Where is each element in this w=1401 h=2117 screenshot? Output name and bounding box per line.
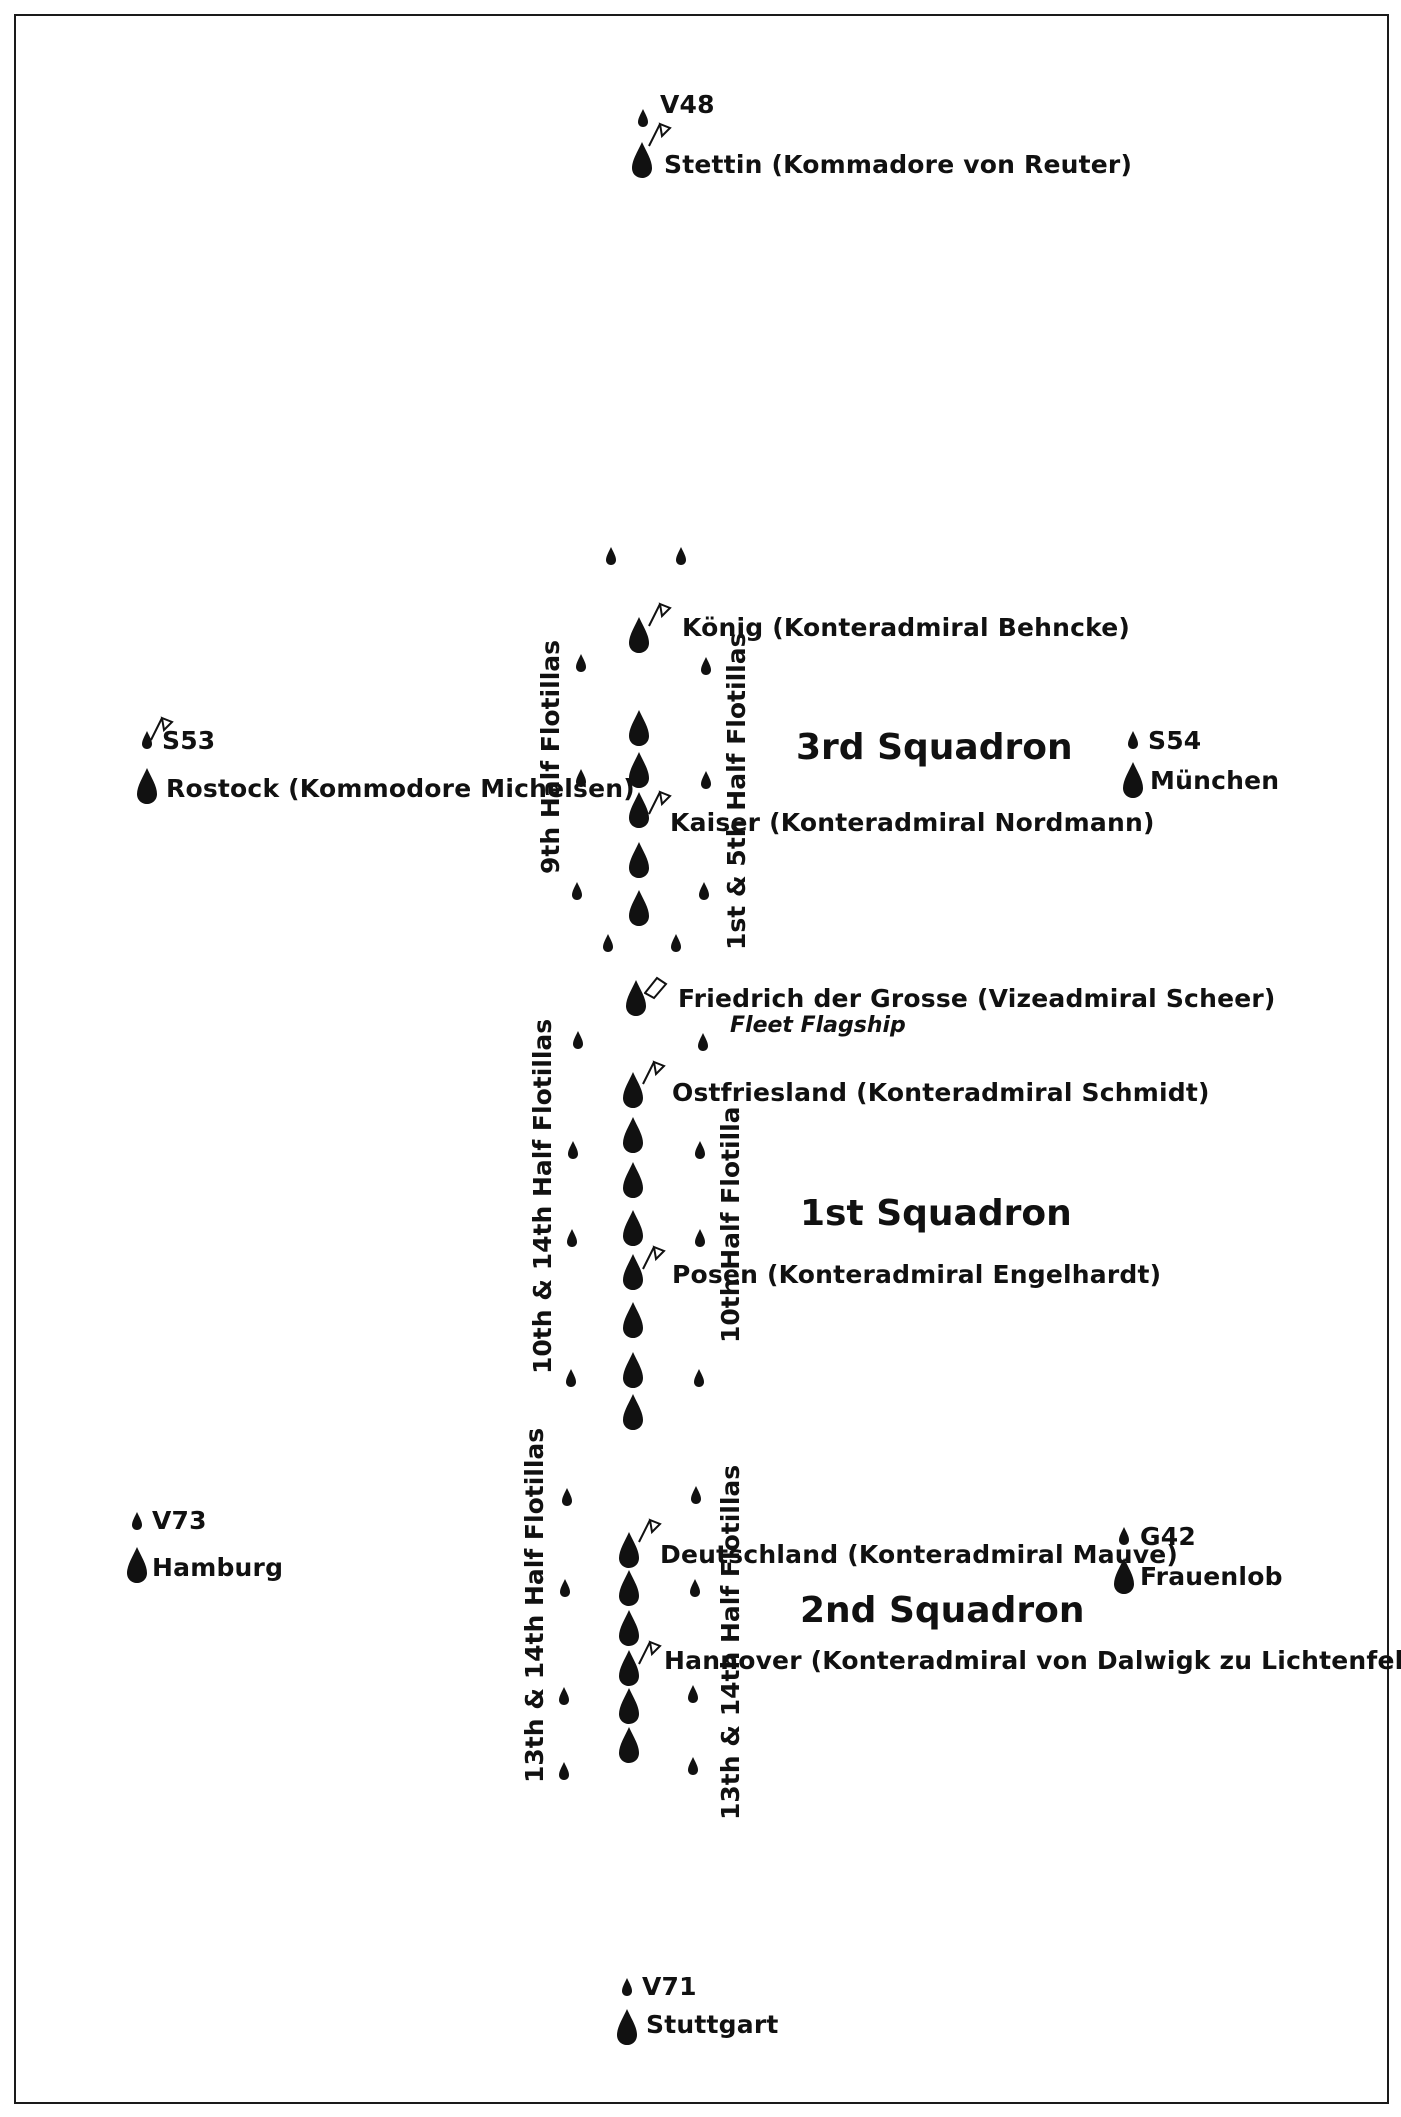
sq1-title: 1st Squadron bbox=[800, 1193, 1072, 1234]
sq1-flagship-1-label: Ostfriesland (Konteradmiral Schmidt) bbox=[672, 1078, 1210, 1107]
destroyer-icon bbox=[559, 1759, 569, 1783]
destroyer-icon bbox=[694, 1366, 704, 1390]
sq3-flagship-2-label: Kaiser (Konteradmiral Nordmann) bbox=[670, 808, 1155, 837]
battleship-icon bbox=[629, 890, 649, 926]
vanguard-cruiser-label: Stettin (Kommadore von Reuter) bbox=[664, 150, 1133, 179]
destroyer-icon bbox=[573, 1028, 583, 1052]
battleship-icon bbox=[623, 1117, 643, 1153]
east-screen-2-cruiser-label: Frauenlob bbox=[1140, 1562, 1283, 1591]
vanguard-destroyer-label: V48 bbox=[660, 90, 715, 119]
sq2-flagship-2-label: Hannover (Konteradmiral von Dalwigk zu L… bbox=[664, 1646, 1401, 1675]
sq3-flagship-1-label: König (Konteradmiral Behncke) bbox=[682, 613, 1131, 642]
command-flag-icon bbox=[648, 120, 674, 158]
destroyer-icon bbox=[606, 544, 616, 568]
sq3-title: 3rd Squadron bbox=[796, 727, 1073, 768]
battleship-icon bbox=[619, 1727, 639, 1763]
west-screen-2-destroyer-label: V73 bbox=[152, 1506, 207, 1535]
battleship-icon bbox=[629, 617, 649, 653]
battleship-icon bbox=[623, 1254, 643, 1290]
battleship-icon bbox=[623, 1072, 643, 1108]
command-flag-icon bbox=[638, 1516, 664, 1554]
west-screen-1-cruiser-label: Rostock (Kommodore Michelsen) bbox=[166, 774, 635, 803]
west-screen-2-cruiser-label: Hamburg bbox=[152, 1553, 284, 1582]
fleet-flag-icon bbox=[643, 966, 670, 1004]
destroyer-icon bbox=[701, 768, 711, 792]
battleship-icon bbox=[629, 752, 649, 788]
command-flag-icon bbox=[642, 1243, 668, 1281]
sq2-left-flotilla-label: 13th & 14th Half Flotillas bbox=[520, 1427, 549, 1783]
sq1-left-flotilla-label: 10th & 14th Half Flotillas bbox=[528, 1018, 557, 1374]
destroyer-icon bbox=[688, 1682, 698, 1706]
cruiser-icon bbox=[1123, 762, 1143, 798]
command-flag-icon bbox=[638, 1638, 664, 1676]
diagram-frame bbox=[14, 14, 1389, 2104]
sq2-flagship-1-label: Deutschland (Konteradmiral Mauve) bbox=[660, 1540, 1179, 1569]
destroyer-icon bbox=[622, 1975, 632, 1999]
cruiser-icon bbox=[137, 768, 157, 804]
destroyer-icon bbox=[576, 651, 586, 675]
battleship-icon bbox=[619, 1688, 639, 1724]
sq2-title: 2nd Squadron bbox=[800, 1590, 1085, 1631]
sq1-right-flotilla-label: 10th Half Flotilla bbox=[716, 1106, 745, 1343]
destroyer-icon bbox=[695, 1226, 705, 1250]
battleship-icon bbox=[623, 1210, 643, 1246]
destroyer-icon bbox=[568, 1138, 578, 1162]
east-screen-2-destroyer-label: G42 bbox=[1140, 1522, 1196, 1551]
destroyer-icon bbox=[671, 931, 681, 955]
destroyer-icon bbox=[1119, 1524, 1129, 1548]
destroyer-icon bbox=[701, 654, 711, 678]
destroyer-icon bbox=[566, 1366, 576, 1390]
battleship-icon bbox=[629, 792, 649, 828]
command-flag-icon bbox=[642, 1058, 668, 1096]
destroyer-icon bbox=[142, 728, 152, 752]
cruiser-icon bbox=[1114, 1558, 1134, 1594]
east-screen-1-destroyer-label: S54 bbox=[1148, 726, 1202, 755]
battleship-icon bbox=[619, 1570, 639, 1606]
destroyer-icon bbox=[695, 1138, 705, 1162]
battleship-icon bbox=[619, 1532, 639, 1568]
destroyer-icon bbox=[676, 544, 686, 568]
destroyer-icon bbox=[562, 1485, 572, 1509]
destroyer-icon bbox=[1128, 728, 1138, 752]
destroyer-icon bbox=[699, 879, 709, 903]
battleship-icon bbox=[623, 1162, 643, 1198]
battleship-icon bbox=[619, 1610, 639, 1646]
destroyer-icon bbox=[691, 1483, 701, 1507]
battleship-icon bbox=[623, 1352, 643, 1388]
east-screen-1-cruiser-label: München bbox=[1150, 766, 1280, 795]
destroyer-icon bbox=[690, 1576, 700, 1600]
battleship-icon bbox=[623, 1394, 643, 1430]
cruiser-icon bbox=[127, 1547, 147, 1583]
command-flag-icon bbox=[648, 788, 674, 826]
cruiser-icon bbox=[632, 142, 652, 178]
rearguard-cruiser-label: Stuttgart bbox=[646, 2010, 779, 2039]
west-screen-1-destroyer-label: S53 bbox=[162, 726, 216, 755]
battleship-icon bbox=[623, 1302, 643, 1338]
destroyer-icon bbox=[567, 1226, 577, 1250]
destroyer-icon bbox=[603, 931, 613, 955]
destroyer-icon bbox=[688, 1754, 698, 1778]
destroyer-icon bbox=[638, 106, 648, 130]
battleship-icon bbox=[626, 980, 646, 1016]
sq3-right-flotilla-label: 1st & 5th Half Flotillas bbox=[722, 632, 751, 950]
destroyer-icon bbox=[576, 766, 586, 790]
command-flag-icon bbox=[648, 600, 674, 638]
battleship-icon bbox=[629, 842, 649, 878]
rearguard-destroyer-label: V71 bbox=[642, 1972, 697, 2001]
fleet-flagship-label: Friedrich der Grosse (Vizeadmiral Scheer… bbox=[678, 984, 1276, 1013]
command-flag-icon bbox=[150, 714, 176, 752]
destroyer-icon bbox=[572, 879, 582, 903]
battleship-icon bbox=[619, 1650, 639, 1686]
sq1-flagship-2-label: Posen (Konteradmiral Engelhardt) bbox=[672, 1260, 1162, 1289]
sq2-right-flotilla-label: 13th & 14th Half Flotillas bbox=[716, 1464, 745, 1820]
destroyer-icon bbox=[560, 1576, 570, 1600]
destroyer-icon bbox=[132, 1509, 142, 1533]
cruiser-icon bbox=[617, 2009, 637, 2045]
destroyer-icon bbox=[559, 1684, 569, 1708]
battleship-icon bbox=[629, 710, 649, 746]
sq3-left-flotilla-label: 9th Half Flotillas bbox=[536, 639, 565, 874]
fleet-flagship-note: Fleet Flagship bbox=[730, 1013, 906, 1038]
destroyer-icon bbox=[698, 1030, 708, 1054]
